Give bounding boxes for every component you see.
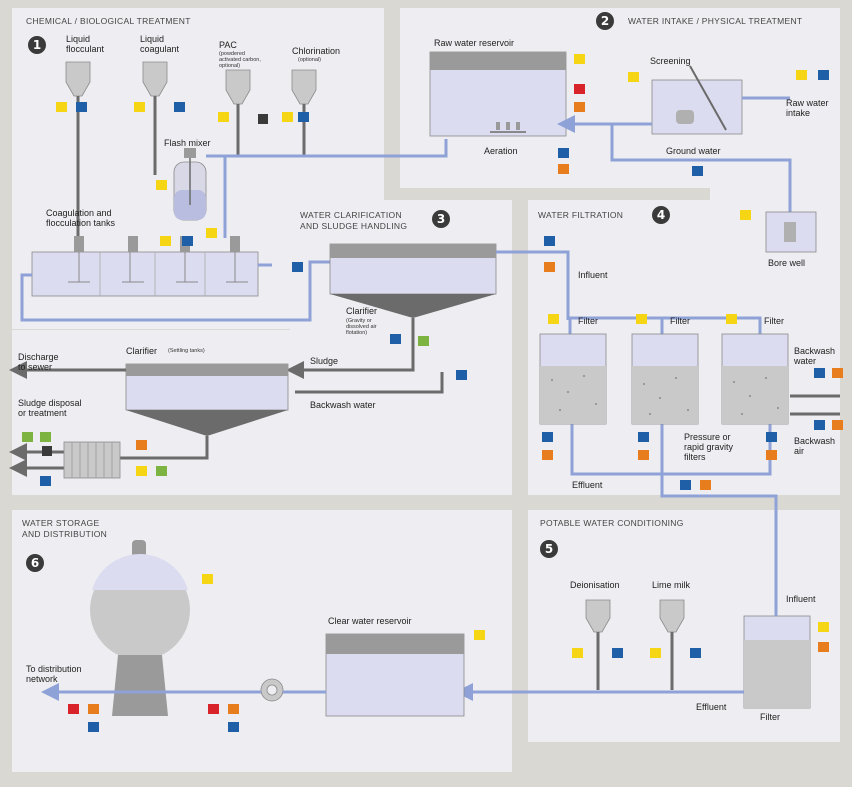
label-clarifier: Clarifier — [346, 306, 378, 316]
filter-press — [63, 441, 121, 479]
label-screening: Screening — [650, 56, 691, 66]
temperature-sensor-icon — [88, 102, 843, 714]
filters — [539, 333, 789, 425]
bore-well — [765, 211, 817, 253]
label-filter-3: Filter — [764, 316, 784, 326]
label-chlorination: Chlorination — [292, 46, 341, 56]
label-settling-note: (Settling tanks) — [168, 348, 205, 354]
section-title-3a: WATER CLARIFICATION — [300, 210, 402, 220]
level-sensor-icon — [40, 70, 829, 732]
screening-tank — [651, 65, 743, 135]
label-raw-water-reservoir: Raw water reservoir — [434, 38, 515, 48]
label-effluent: Effluent — [572, 480, 603, 490]
section-title-5: POTABLE WATER CONDITIONING — [540, 518, 684, 528]
label-deionisation: Deionisation — [570, 580, 620, 590]
dosing-hoppers — [65, 61, 317, 105]
label-lime-milk: Lime milk — [652, 580, 691, 590]
conditioning-hoppers — [585, 599, 685, 633]
label-aeration: Aeration — [484, 146, 518, 156]
label-influent: Influent — [578, 270, 608, 280]
valve-icon — [22, 336, 429, 476]
filter-5 — [743, 615, 811, 709]
section-number-5: 5 — [540, 540, 558, 558]
label-clarifier-settling: Clarifier — [126, 346, 158, 356]
section-title-6a: WATER STORAGE — [22, 518, 100, 528]
label-chlorination-note: (optional) — [298, 57, 321, 63]
section-title-1: CHEMICAL / BIOLOGICAL TREATMENT — [26, 16, 191, 26]
label-flash-mixer: Flash mixer — [164, 138, 211, 148]
raw-water-reservoir — [429, 51, 567, 137]
label-filter-1: Filter — [578, 316, 598, 326]
analysis-icon — [42, 114, 268, 456]
flash-mixer — [173, 148, 207, 221]
clear-water-reservoir — [325, 633, 465, 717]
label-pac: PAC — [219, 40, 237, 50]
label-bore-well: Bore well — [768, 258, 806, 268]
section-title-6b: AND DISTRIBUTION — [22, 529, 108, 539]
section-title-3b: AND SLUDGE HANDLING — [300, 221, 408, 231]
label-backwash-water-line: Backwash water — [310, 400, 376, 410]
section-title-4: WATER FILTRATION — [538, 210, 624, 220]
section-number-4: 4 — [652, 206, 670, 224]
clarifier-settling — [125, 363, 289, 436]
clarifier-3 — [329, 243, 497, 318]
coagulation-tanks — [31, 236, 259, 297]
section-number-6: 6 — [26, 554, 44, 572]
section-title-2: WATER INTAKE / PHYSICAL TREATMENT — [628, 16, 803, 26]
label-influent-5: Influent — [786, 594, 816, 604]
section-number-3: 3 — [432, 210, 450, 228]
label-filter-2: Filter — [670, 316, 690, 326]
flow-meter-icon — [56, 54, 829, 658]
label-filter-5: Filter — [760, 712, 780, 722]
label-effluent-5: Effluent — [696, 702, 727, 712]
label-clear-water-reservoir: Clear water reservoir — [328, 616, 412, 626]
pressure-sensor-icon — [68, 84, 585, 714]
section-number-2: 2 — [596, 12, 614, 30]
label-ground-water: Ground water — [666, 146, 721, 156]
water-tower — [90, 540, 190, 716]
label-sludge: Sludge — [310, 356, 339, 366]
section-number-1: 1 — [28, 36, 46, 54]
pump — [260, 678, 284, 702]
